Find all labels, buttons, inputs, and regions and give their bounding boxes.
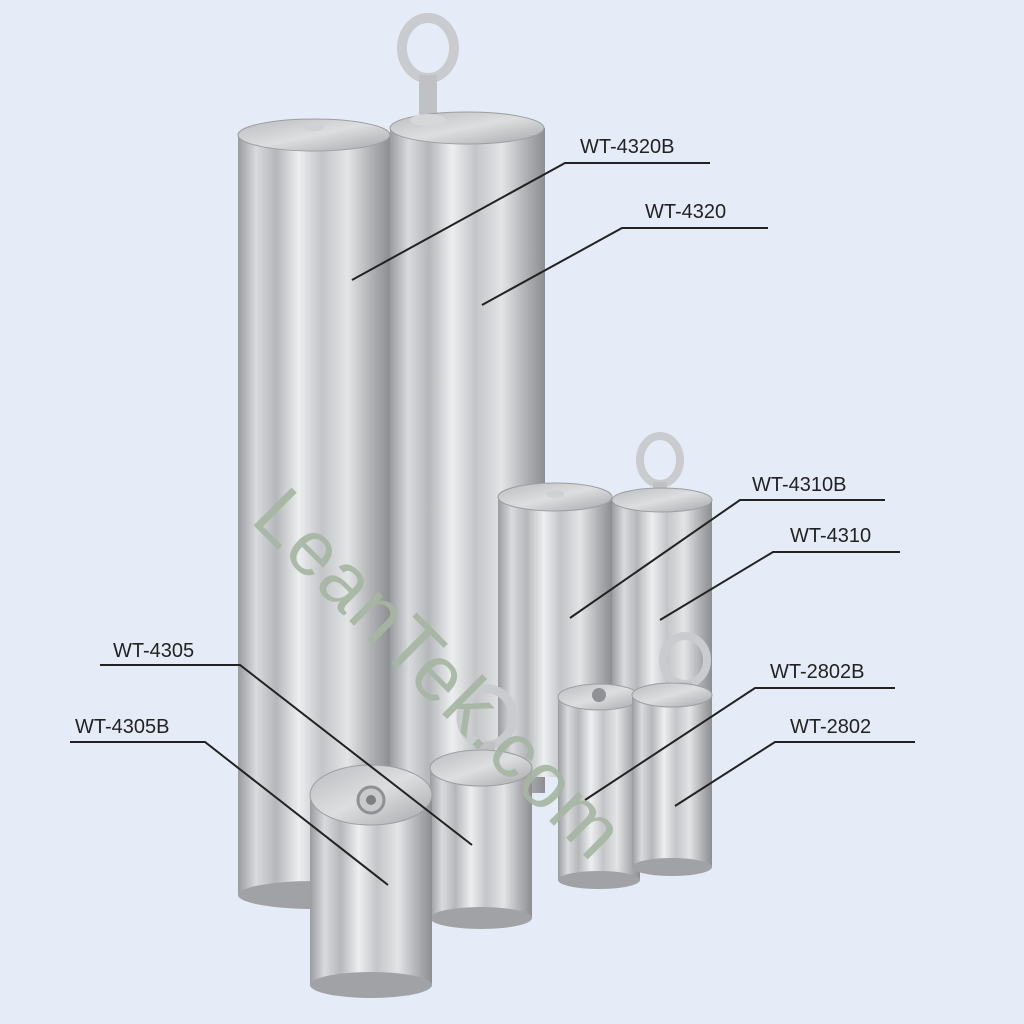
label-wt-4305b: WT-4305B [75,716,170,738]
eye-bolt-icon [636,432,684,488]
label-wt-4320b: WT-4320B [580,136,675,158]
leader-lines [70,162,915,886]
cylinder-wt-4320b [237,118,391,909]
cylinder-wt-2802b [557,683,641,889]
label-wt-4305: WT-4305 [113,640,195,662]
cylinder-wt-4305b [309,764,433,998]
cylinder-wt-2802 [631,632,713,876]
cylinder-wt-4305 [429,684,533,929]
label-wt-2802: WT-2802 [790,716,872,738]
label-wt-4310b: WT-4310B [752,474,847,496]
label-wt-4310: WT-4310 [790,525,872,547]
eye-bolt-icon [397,13,459,83]
cylinder-wt-4320 [389,13,545,793]
label-wt-4320: WT-4320 [645,201,727,223]
label-wt-2802b: WT-2802B [770,661,865,683]
